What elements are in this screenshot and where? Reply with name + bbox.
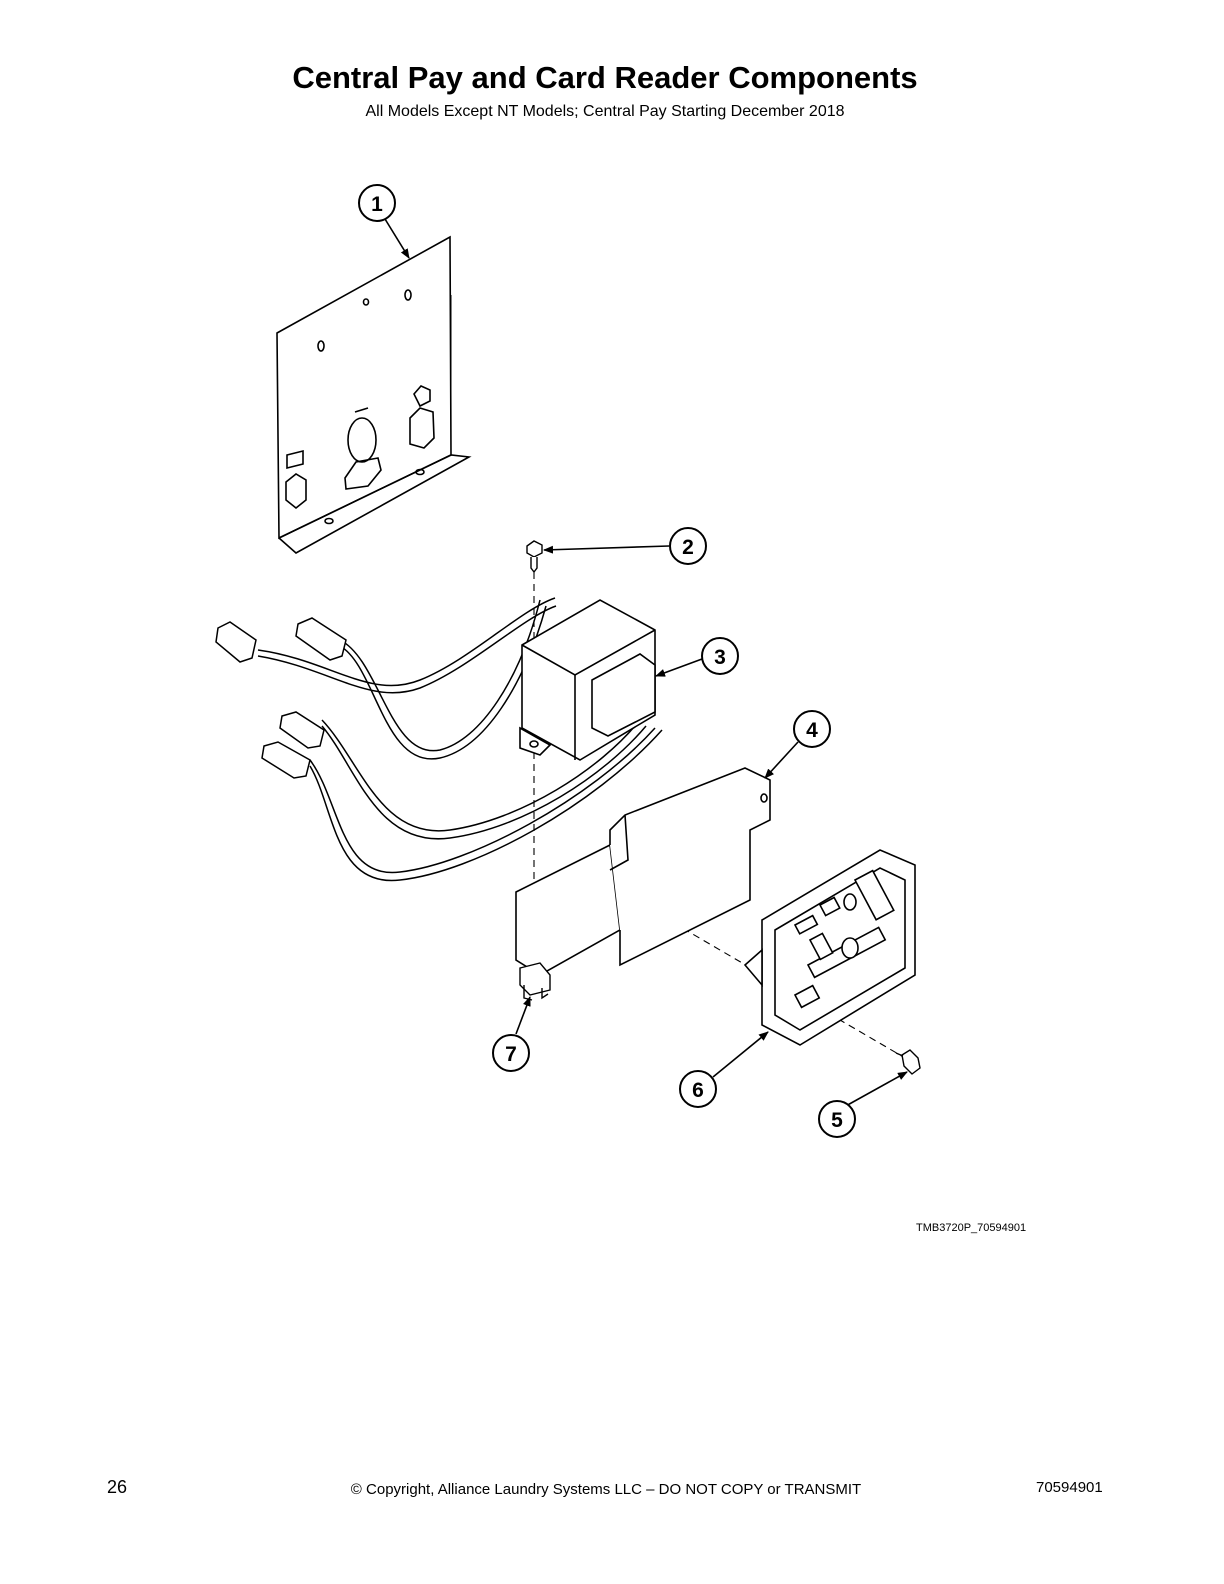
- svg-text:5: 5: [831, 1109, 843, 1132]
- svg-text:2: 2: [682, 536, 694, 559]
- callout-4: 4: [793, 710, 831, 748]
- copyright-notice: © Copyright, Alliance Laundry Systems LL…: [350, 1481, 862, 1498]
- callout-3: 3: [701, 637, 739, 675]
- page-number: 26: [107, 1477, 128, 1497]
- callout-7: 7: [492, 1034, 530, 1072]
- svg-text:7: 7: [505, 1043, 517, 1066]
- part-3-transformer: [519, 599, 656, 761]
- callout-6: 6: [679, 1070, 717, 1108]
- svg-text:6: 6: [692, 1079, 704, 1102]
- callout-1: 1: [358, 184, 396, 222]
- page-subtitle: All Models Except NT Models; Central Pay…: [365, 103, 845, 120]
- callout-2: 2: [669, 527, 707, 565]
- part-4-card-reader-bracket: [515, 767, 771, 976]
- callout-leaders: [384, 218, 908, 1108]
- part-2-screw: [526, 540, 543, 574]
- page-title: Central Pay and Card Reader Components: [292, 60, 918, 95]
- svg-text:4: 4: [806, 719, 818, 742]
- part-7-clip-nut: [519, 962, 551, 1001]
- part-1-mounting-bracket: [276, 235, 472, 554]
- part-5-screw: [895, 1049, 921, 1075]
- drawing-id: TMB3720P_70594901: [916, 1222, 1027, 1234]
- svg-text:3: 3: [714, 646, 726, 669]
- part-3-wire-harness: [215, 597, 663, 882]
- part-6-card-reader-board: [743, 849, 916, 1046]
- callout-5: 5: [818, 1100, 856, 1138]
- document-number: 70594901: [1036, 1479, 1103, 1496]
- svg-text:1: 1: [371, 193, 383, 216]
